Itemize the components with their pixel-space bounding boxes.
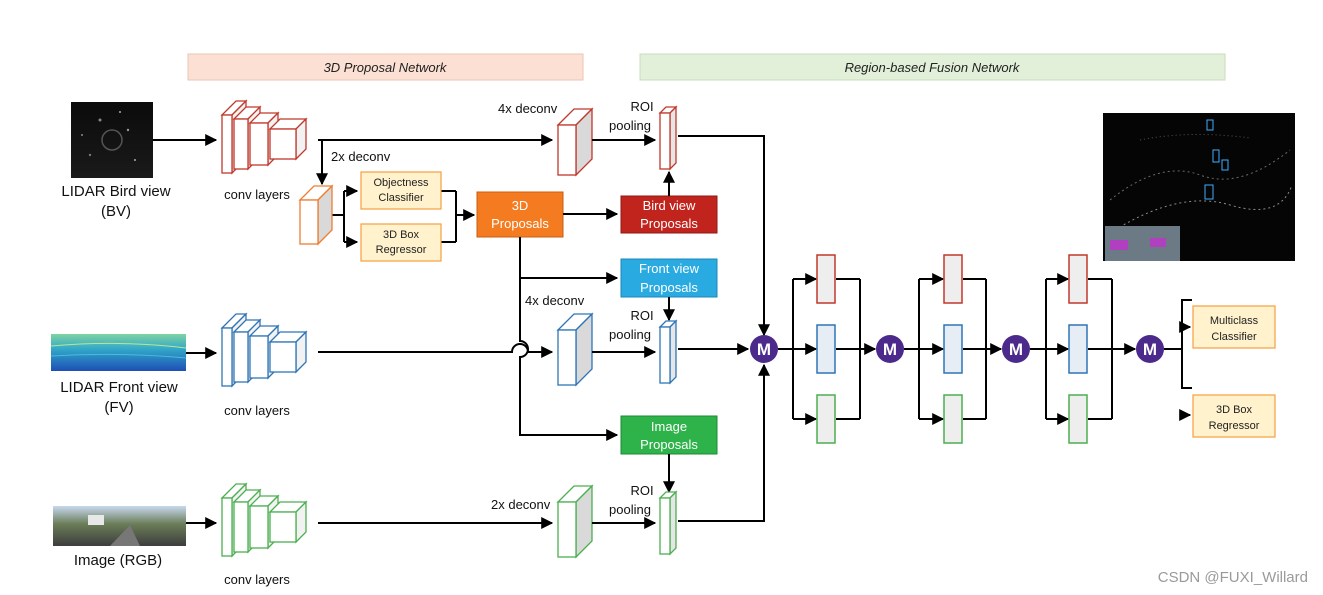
stage-2-fv-layer [943, 324, 963, 374]
3d-proposals-line2: Proposals [491, 216, 549, 231]
fv-4x-deconv-block [556, 312, 594, 387]
rgb-roi-label-line2: pooling [609, 502, 651, 517]
bird-view-input-abbr: (BV) [101, 203, 131, 220]
rgb-roi-to-merge-path [678, 363, 770, 522]
merge-node-4: M [1136, 335, 1164, 363]
objectness-classifier-line2: Classifier [378, 192, 424, 204]
fv-conv-block-4 [268, 330, 308, 374]
rpn-box-regressor-line2: Regressor [376, 244, 427, 256]
multiclass-classifier-box: Multiclass Classifier [1192, 305, 1276, 349]
rgb-conv-block-4 [268, 500, 308, 544]
detection-result-image [1103, 113, 1295, 261]
rgb-input-image [53, 506, 186, 546]
fv-roi-block [658, 319, 678, 385]
bv-2x-deconv-block [298, 184, 334, 246]
merge-node-1-label: M [757, 340, 771, 359]
rgb-2x-deconv-block [556, 484, 594, 559]
3d-proposals-box: 3D Proposals [476, 191, 564, 238]
bird-view-input-title: LIDAR Bird view [61, 183, 170, 200]
rgb-input-title: Image (RGB) [74, 552, 162, 569]
bird-view-input-image [71, 102, 153, 178]
rgb-roi-block [658, 490, 678, 556]
front-view-input-abbr: (FV) [104, 399, 133, 416]
stage-3-rgb-layer [1068, 394, 1088, 444]
stage-3-bv-layer [1068, 254, 1088, 304]
front-view-proposals-line2: Proposals [640, 280, 698, 295]
rgb-roi-label-line1: ROI [630, 483, 653, 498]
image-proposals-box: Image Proposals [620, 415, 718, 455]
bv-4x-deconv-label: 4x deconv [498, 101, 558, 116]
rpn-box-regressor-line1: 3D Box [383, 229, 420, 241]
stage-2-bv-layer [943, 254, 963, 304]
front-view-proposals-box: Front view Proposals [620, 258, 718, 298]
front-view-input-image [50, 334, 187, 371]
deconv-blocks [298, 105, 678, 559]
output-box-regressor-line1: 3D Box [1216, 404, 1253, 416]
image-proposals-line2: Proposals [640, 437, 698, 452]
merge-node-2: M [876, 335, 904, 363]
merge-node-1: M [750, 335, 778, 363]
bv-conv-block-4 [268, 117, 308, 161]
front-view-input-title: LIDAR Front view [60, 379, 178, 396]
merge-node-3: M [1002, 335, 1030, 363]
output-box-regressor-box: 3D Box Regressor [1192, 394, 1276, 438]
objectness-classifier-box: Objectness Classifier [360, 171, 442, 210]
merge-node-4-label: M [1143, 340, 1157, 359]
merge-node-2-label: M [883, 340, 897, 359]
fusion-network-header-label: Region-based Fusion Network [845, 60, 1021, 75]
bv-2x-deconv-label: 2x deconv [331, 149, 391, 164]
bv-roi-label-line1: ROI [630, 99, 653, 114]
bird-view-proposals-line1: Bird view [643, 198, 696, 213]
front-view-proposals-line1: Front view [639, 261, 700, 276]
fusion-network-header: Region-based Fusion Network [639, 53, 1226, 81]
3d-proposals-line1: 3D [512, 198, 529, 213]
stage-2-rgb-layer [943, 394, 963, 444]
bird-view-proposals-box: Bird view Proposals [620, 195, 718, 234]
multiclass-classifier-line2: Classifier [1211, 331, 1257, 343]
rgb-2x-deconv-label: 2x deconv [491, 497, 551, 512]
image-proposals-line1: Image [651, 419, 687, 434]
fv-roi-label-line2: pooling [609, 327, 651, 342]
watermark: CSDN @FUXI_Willard [1158, 569, 1308, 586]
bv-conv-layers-stack [220, 99, 308, 175]
rpn-box-regressor-box: 3D Box Regressor [360, 223, 442, 262]
multiclass-classifier-line1: Multiclass [1210, 315, 1259, 327]
merge-node-3-label: M [1009, 340, 1023, 359]
proposal-network-header: 3D Proposal Network [187, 53, 584, 81]
fv-4x-deconv-label: 4x deconv [525, 293, 585, 308]
proposal-network-header-label: 3D Proposal Network [324, 60, 448, 75]
bv-4x-deconv-block [556, 107, 594, 177]
fv-conv-layers-label: conv layers [224, 403, 290, 418]
rgb-conv-layers-label: conv layers [224, 572, 290, 587]
bird-view-proposals-line2: Proposals [640, 216, 698, 231]
bv-roi-to-merge-path [678, 135, 770, 337]
stage-3-fv-layer [1068, 324, 1088, 374]
stage-1-fv-layer [816, 324, 836, 374]
bv-roi-block [658, 105, 678, 171]
bv-roi-label-line2: pooling [609, 118, 651, 133]
output-bracket [1181, 299, 1192, 389]
bv-conv-layers-label: conv layers [224, 187, 290, 202]
output-box-regressor-line2: Regressor [1209, 420, 1260, 432]
fv-roi-label-line1: ROI [630, 308, 653, 323]
stage-1-rgb-layer [816, 394, 836, 444]
fv-conv-layers-stack [220, 312, 308, 388]
fv-to-4x-deconv-arrow [318, 343, 554, 358]
objectness-classifier-line1: Objectness [373, 177, 429, 189]
stage-1-bv-layer [816, 254, 836, 304]
rgb-conv-layers-stack [220, 482, 308, 558]
